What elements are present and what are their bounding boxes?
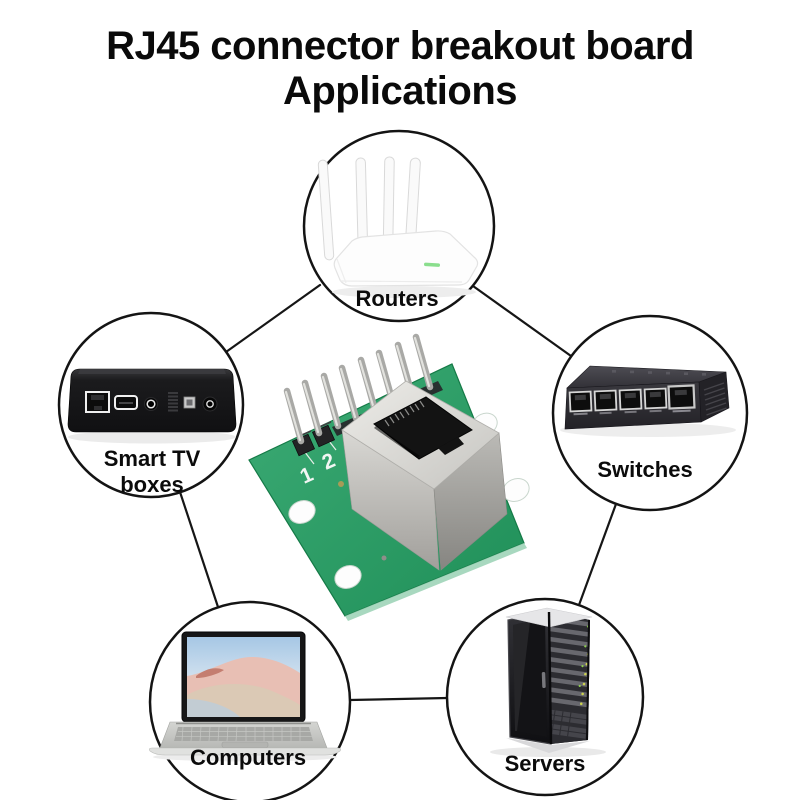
- dc-power-jack-icon: [202, 396, 218, 412]
- rj45-port-opening: [373, 396, 473, 460]
- server-door-handle: [541, 672, 546, 689]
- edge-routers-smarttv: [224, 283, 322, 354]
- hdmi-port-icon: [114, 395, 138, 410]
- label-smart-tv-boxes: Smart TV boxes: [104, 446, 201, 498]
- edge-smarttv-computers: [178, 490, 220, 609]
- rj45-jack: [338, 380, 508, 571]
- tv-box-icon: [67, 368, 237, 444]
- server-rack-units: [549, 612, 590, 744]
- label-routers: Routers: [355, 286, 439, 311]
- av-jack-icon: [144, 397, 158, 411]
- switch-top-marks: [612, 370, 706, 376]
- page-title: RJ45 connector breakout board Applicatio…: [0, 24, 800, 114]
- mounting-holes: [288, 412, 530, 589]
- header-pins: [283, 333, 434, 445]
- edge-computers-servers: [348, 696, 449, 702]
- router-icon: [317, 156, 479, 298]
- laptop-trackpad: [221, 741, 269, 748]
- laptop-icon: [149, 631, 341, 762]
- label-servers: Servers: [504, 751, 586, 776]
- title-line-2: Applications: [282, 69, 518, 113]
- ethernet-port-icon: [85, 391, 110, 413]
- label-computers: Computers: [189, 745, 307, 770]
- title-line-1: RJ45 connector breakout board: [106, 24, 694, 68]
- switch-ports: [568, 384, 696, 416]
- label-smart-tv-line-2: boxes: [120, 472, 184, 497]
- router-body: [333, 230, 479, 287]
- router-led: [424, 262, 441, 267]
- vent-slits: [168, 392, 178, 412]
- label-switches: Switches: [597, 457, 693, 482]
- connector-lines: [178, 283, 618, 702]
- server-icon: [490, 607, 606, 757]
- edge-routers-switches: [471, 284, 573, 358]
- label-smart-tv-line-1: Smart TV: [103, 446, 201, 471]
- optical-port-icon: [183, 396, 196, 409]
- edge-switches-servers: [577, 502, 618, 607]
- laptop-keyboard: [174, 726, 313, 742]
- switch-side-vents: [703, 382, 727, 416]
- switch-icon: [560, 365, 736, 437]
- rj45-breakout-board: 1 2: [248, 333, 530, 621]
- laptop-wallpaper: [187, 637, 300, 717]
